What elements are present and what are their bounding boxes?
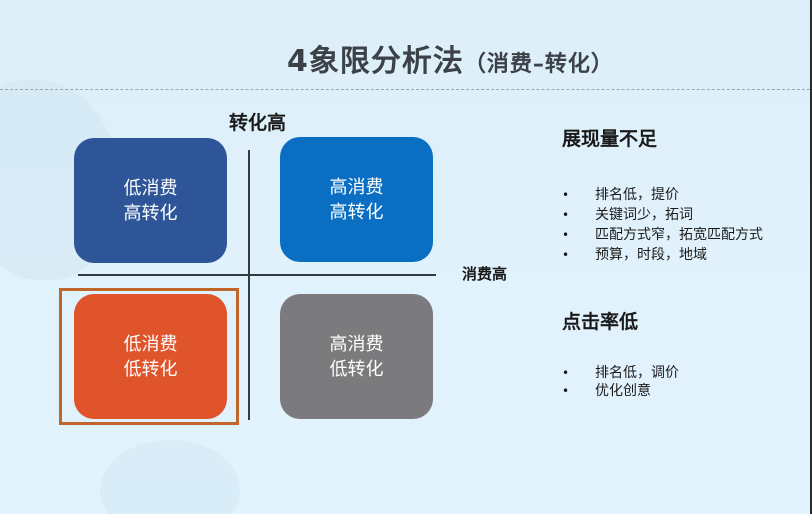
slide-edge bbox=[810, 0, 812, 514]
x-axis-label: 消费高 bbox=[462, 265, 508, 283]
quadrant-low-spend-high-conversion: 低消费 高转化 bbox=[74, 138, 227, 263]
section-title-impressions: 展现量不足 bbox=[562, 128, 658, 150]
slide-title: 4象限分析法（消费–转化） bbox=[287, 36, 614, 80]
list-item: •排名低，调价 bbox=[562, 365, 679, 381]
y-axis-label: 转化高 bbox=[229, 112, 287, 134]
ctr-list: •排名低，调价 •优化创意 bbox=[562, 364, 679, 400]
list-item: •关键词少，拓词 bbox=[562, 207, 693, 223]
bullet-icon: • bbox=[562, 188, 570, 202]
y-axis-line bbox=[248, 150, 250, 420]
quadrant-high-spend-low-conversion: 高消费 低转化 bbox=[280, 294, 433, 419]
bullet-icon: • bbox=[562, 248, 570, 262]
bullet-icon: • bbox=[562, 228, 570, 242]
list-item: •排名低，提价 bbox=[562, 187, 679, 203]
quadrant-label-line2: 低转化 bbox=[123, 358, 178, 380]
title-divider bbox=[0, 89, 810, 90]
bullet-icon: • bbox=[562, 208, 570, 222]
quadrant-high-spend-high-conversion: 高消费 高转化 bbox=[280, 137, 433, 262]
x-axis-line bbox=[78, 274, 436, 276]
quadrant-label-line1: 低消费 bbox=[123, 177, 178, 199]
bullet-icon: • bbox=[562, 366, 570, 380]
list-item: •优化创意 bbox=[562, 383, 651, 399]
impressions-list: •排名低，提价 •关键词少，拓词 •匹配方式窄，拓宽匹配方式 •预算，时段，地域 bbox=[562, 185, 763, 265]
background-decoration bbox=[100, 440, 240, 514]
quadrant-label-line1: 高消费 bbox=[329, 333, 384, 355]
highlight-frame bbox=[59, 288, 239, 425]
quadrant-label-line1: 低消费 bbox=[123, 333, 178, 355]
title-main: 4象限分析法 bbox=[287, 44, 464, 79]
quadrant-label-line2: 高转化 bbox=[329, 201, 384, 223]
title-subtitle: （消费–转化） bbox=[463, 52, 614, 77]
section-title-ctr: 点击率低 bbox=[562, 311, 639, 333]
quadrant-low-spend-low-conversion: 低消费 低转化 bbox=[74, 294, 227, 419]
quadrant-label-line2: 低转化 bbox=[329, 358, 384, 380]
quadrant-label-line2: 高转化 bbox=[123, 202, 178, 224]
list-item: •匹配方式窄，拓宽匹配方式 bbox=[562, 227, 763, 243]
quadrant-label-line1: 高消费 bbox=[329, 176, 384, 198]
list-item: •预算，时段，地域 bbox=[562, 247, 707, 263]
bullet-icon: • bbox=[562, 384, 570, 398]
